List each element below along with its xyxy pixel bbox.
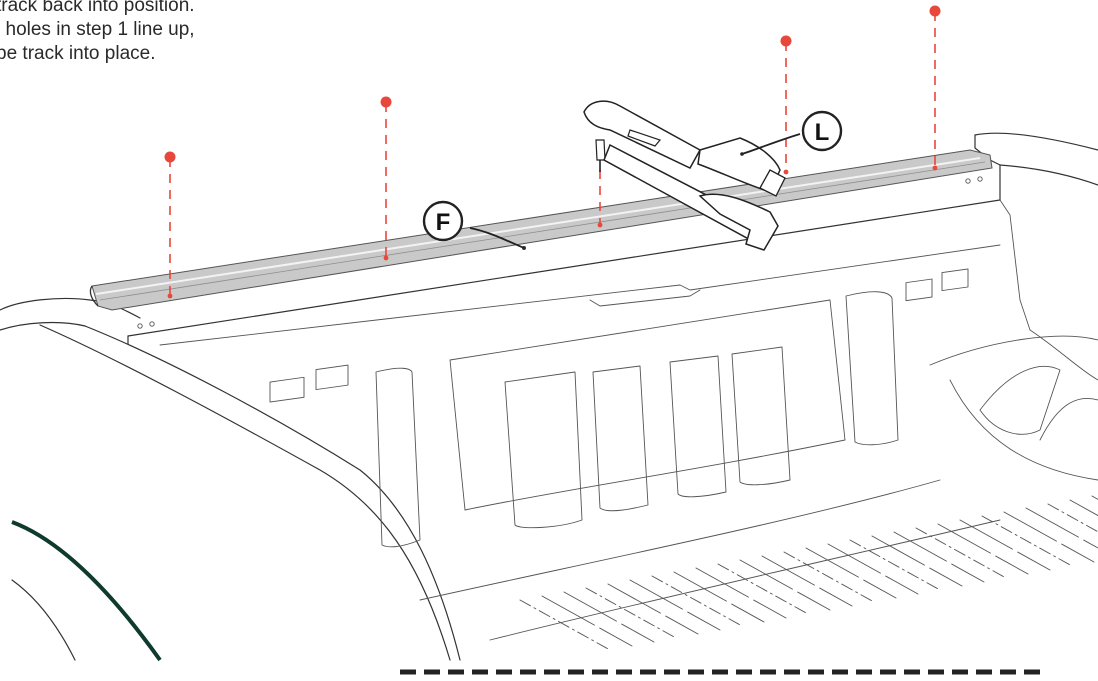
floor-rib (607, 583, 699, 635)
floor-rib (1025, 507, 1098, 549)
floor-rib (827, 543, 919, 595)
rivet-location-markers (164, 5, 941, 299)
floor-rib (893, 531, 985, 583)
callout-tool-label: L (815, 119, 830, 146)
rivet-gun-icon (583, 100, 786, 251)
floor-rib (937, 523, 1029, 575)
floor-rib (1091, 495, 1098, 500)
instruction-text: track back into position. l holes in ste… (0, 0, 195, 66)
floor-rib (739, 559, 831, 611)
floor-rib (563, 591, 655, 643)
floor-rib (783, 551, 875, 603)
floor-rib (871, 535, 963, 587)
bed-floor (419, 479, 1098, 651)
floor-rib (651, 575, 743, 627)
floor-rib (629, 579, 721, 631)
floor-rib (915, 527, 1007, 579)
rivet-marker-3 (597, 170, 603, 228)
instruction-line-1: track back into position. (0, 0, 195, 16)
bed-inner-wall (159, 199, 1098, 548)
rail-track (89, 149, 993, 311)
rivet-marker-4 (780, 35, 792, 175)
callout-track-label: F (436, 209, 451, 236)
floor-rib (585, 587, 677, 639)
floor-rib (541, 595, 633, 647)
floor-rib (519, 599, 611, 651)
rivet-marker-5 (929, 5, 941, 171)
floor-rib (673, 571, 765, 623)
floor-rib (805, 547, 897, 599)
floor-rib (1003, 511, 1095, 563)
floor-rib (717, 563, 809, 615)
floor-rib (981, 515, 1073, 567)
instruction-line-3: pe track into place. (0, 43, 156, 64)
callout-tool: L (741, 110, 843, 155)
rivet-marker-1 (164, 151, 176, 299)
floor-rib (849, 539, 941, 591)
instruction-line-2: l holes in step 1 line up, (0, 19, 195, 40)
floor-rib (695, 567, 787, 619)
floor-rib (1069, 499, 1098, 517)
floor-rib (959, 519, 1051, 571)
floor-rib (1047, 503, 1098, 533)
floor-rib (761, 555, 853, 607)
callout-track: F (422, 200, 525, 249)
truck-side-panel (0, 297, 461, 662)
rivet-marker-2 (380, 96, 392, 261)
